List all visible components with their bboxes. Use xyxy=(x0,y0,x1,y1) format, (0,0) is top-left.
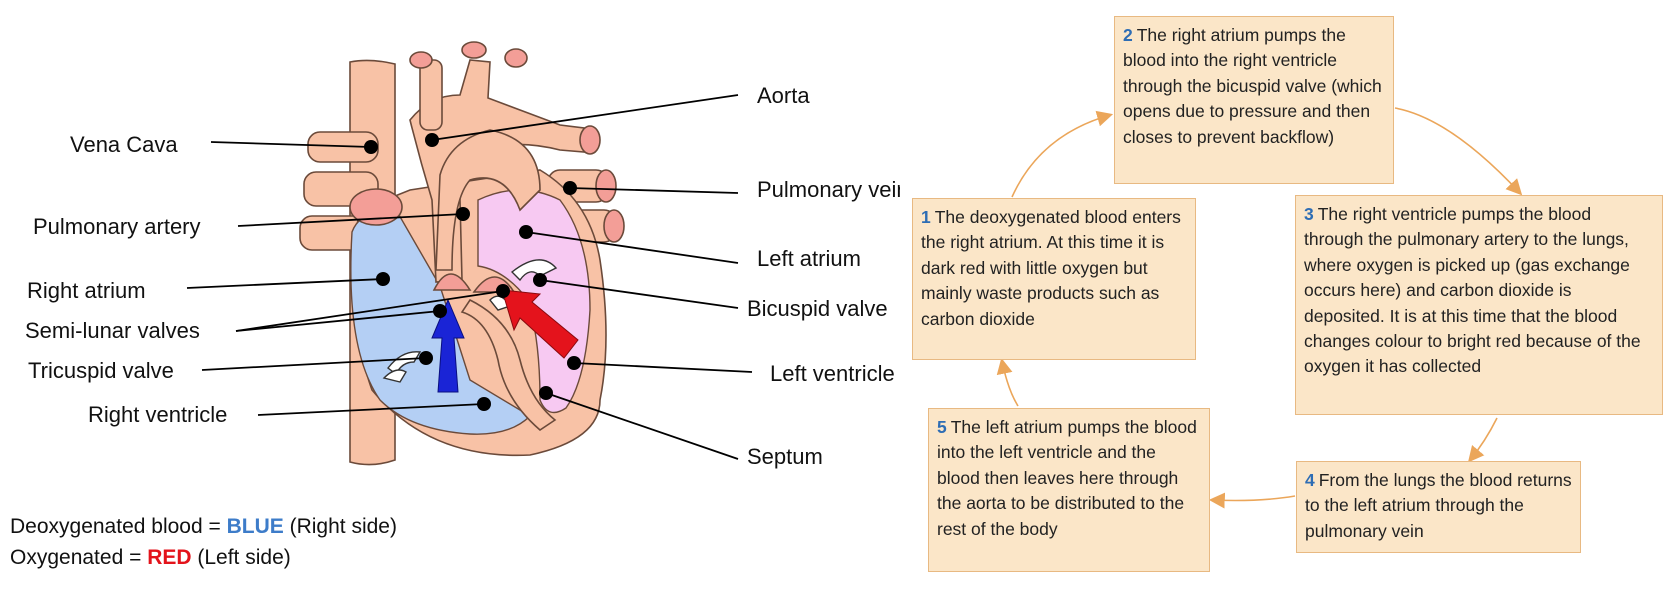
label-left-ventricle: Left ventricle xyxy=(770,363,895,385)
step-text: The right ventricle pumps the blood thro… xyxy=(1304,204,1641,376)
legend-deoxy-suffix: (Right side) xyxy=(284,515,397,538)
label-bicuspid-valve: Bicuspid valve xyxy=(747,298,888,320)
legend-blue-word: BLUE xyxy=(227,515,284,538)
label-pulmonary-vein: Pulmonary vein xyxy=(757,179,900,201)
arrow-2-to-3 xyxy=(1395,108,1520,193)
label-right-ventricle: Right ventricle xyxy=(88,404,227,426)
arrow-4-to-5 xyxy=(1212,496,1295,501)
label-septum: Septum xyxy=(747,446,823,468)
legend-oxygenated: Oxygenated = RED (Left side) xyxy=(10,546,291,570)
step-text: The right atrium pumps the blood into th… xyxy=(1123,25,1382,147)
legend-oxy-prefix: Oxygenated = xyxy=(10,546,147,569)
legend-deoxy-prefix: Deoxygenated blood = xyxy=(10,515,227,538)
step-number: 4 xyxy=(1305,470,1315,490)
label-right-atrium: Right atrium xyxy=(27,280,146,302)
label-vena-cava: Vena Cava xyxy=(70,134,178,156)
label-layer: Aorta Vena Cava Pulmonary vein Pulmonary… xyxy=(0,0,900,470)
step-text: The deoxygenated blood enters the right … xyxy=(921,207,1181,329)
label-aorta: Aorta xyxy=(757,85,810,107)
label-tricuspid-valve: Tricuspid valve xyxy=(28,360,174,382)
step-number: 5 xyxy=(937,417,947,437)
label-pulmonary-artery: Pulmonary artery xyxy=(33,216,201,238)
step-number: 2 xyxy=(1123,25,1133,45)
arrow-3-to-4 xyxy=(1470,418,1497,460)
label-left-atrium: Left atrium xyxy=(757,248,861,270)
legend-red-word: RED xyxy=(147,546,191,569)
legend-deoxygenated: Deoxygenated blood = BLUE (Right side) xyxy=(10,515,397,539)
legend-oxy-suffix: (Left side) xyxy=(192,546,291,569)
arrow-5-to-1 xyxy=(1002,361,1018,406)
step-number: 1 xyxy=(921,207,931,227)
label-semi-lunar-valves: Semi-lunar valves xyxy=(25,320,200,342)
step-text: The left atrium pumps the blood into the… xyxy=(937,417,1197,539)
step-number: 3 xyxy=(1304,204,1314,224)
step-text: From the lungs the blood returns to the … xyxy=(1305,470,1572,541)
arrow-1-to-2 xyxy=(1012,115,1110,197)
